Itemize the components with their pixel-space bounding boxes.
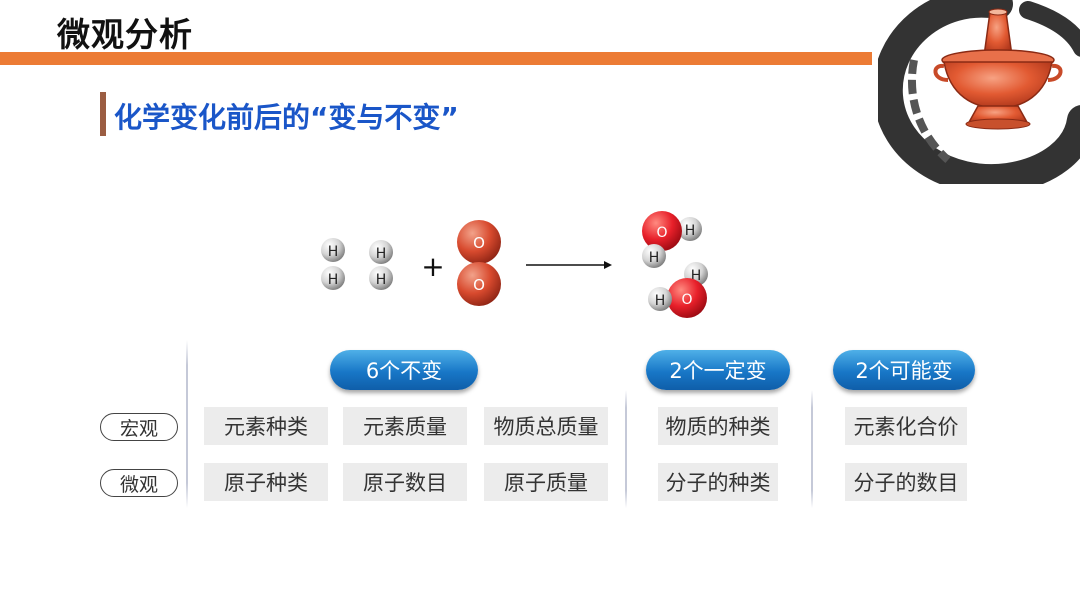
svg-text:O: O [656, 225, 667, 241]
section-subtitle: 化学变化前后的“变与不变” [114, 101, 459, 134]
water-molecule: H O H [648, 262, 708, 318]
group-must-change-pill: 2个一定变 [646, 350, 790, 390]
oxygen-molecule: O O [457, 220, 501, 306]
hotpot-icon [878, 0, 1080, 184]
group-may-change-pill: 2个可能变 [833, 350, 975, 390]
micro-cell: 原子质量 [484, 463, 608, 501]
hydrogen-molecule: H H [321, 238, 345, 290]
svg-text:H: H [685, 223, 696, 239]
svg-text:H: H [691, 268, 702, 284]
header-divider [0, 52, 872, 65]
macro-cell: 物质总质量 [484, 407, 608, 445]
row-label-macro: 宏观 [100, 413, 178, 441]
svg-text:H: H [328, 272, 339, 288]
micro-cell: 分子的种类 [658, 463, 778, 501]
svg-text:H: H [376, 272, 387, 288]
micro-cell: 分子的数目 [845, 463, 967, 501]
reaction-diagram: H H H H + O O H O H H O H [321, 211, 708, 318]
svg-text:O: O [473, 276, 485, 294]
column-divider [811, 390, 813, 508]
macro-cell: 元素化合价 [845, 407, 967, 445]
page-title: 微观分析 [57, 15, 193, 54]
subtitle-accent-bar [100, 92, 106, 136]
svg-text:O: O [681, 292, 692, 308]
column-divider [186, 340, 188, 508]
svg-text:H: H [376, 246, 387, 262]
micro-cell: 原子种类 [204, 463, 328, 501]
reaction-arrow [526, 261, 612, 269]
macro-cell: 物质的种类 [658, 407, 778, 445]
group-unchanged-pill: 6个不变 [330, 350, 478, 390]
svg-text:H: H [649, 250, 660, 266]
svg-text:H: H [328, 244, 339, 260]
water-molecule: H O H [642, 211, 702, 268]
svg-text:O: O [473, 234, 485, 252]
row-label-micro: 微观 [100, 469, 178, 497]
micro-cell: 原子数目 [343, 463, 467, 501]
column-divider [625, 390, 627, 508]
macro-cell: 元素质量 [343, 407, 467, 445]
svg-text:H: H [655, 293, 666, 309]
hydrogen-molecule: H H [369, 240, 393, 290]
macro-cell: 元素种类 [204, 407, 328, 445]
plus-sign: + [421, 250, 444, 283]
